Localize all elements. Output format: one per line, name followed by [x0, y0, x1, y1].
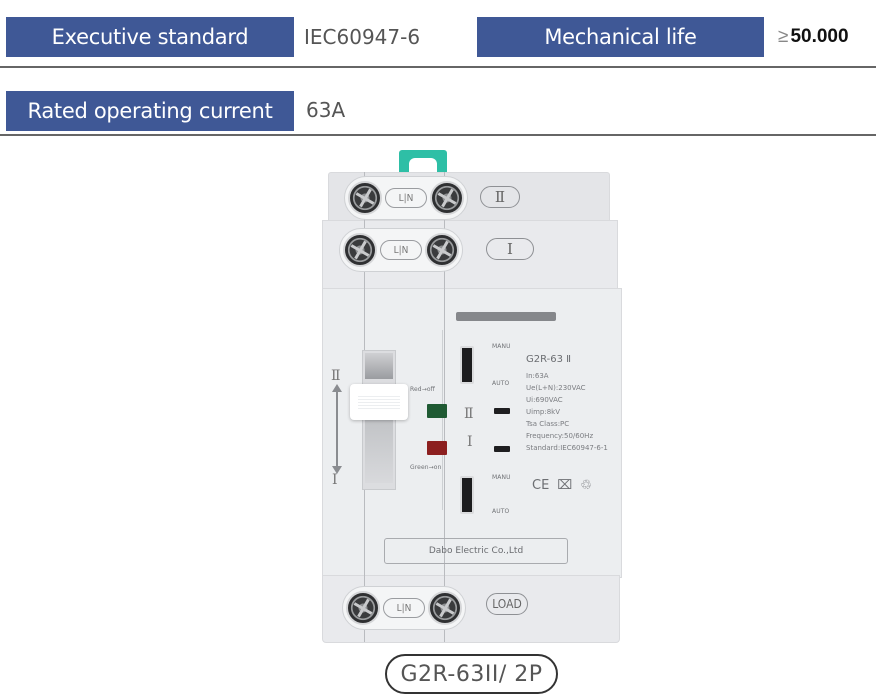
mode-switch-top[interactable]	[460, 346, 474, 384]
lever-mark-1: Ⅰ	[332, 472, 338, 488]
nameplate-line: Uimp:8kV	[526, 408, 560, 416]
screw-icon	[430, 181, 464, 215]
ce-mark-icon: CE	[532, 478, 550, 493]
nameplate-model: G2R-63 Ⅱ	[526, 354, 572, 365]
screw-icon	[425, 233, 459, 267]
manu-label: MANU	[492, 474, 511, 481]
screw-icon	[428, 591, 462, 625]
spec-value-rated-current: 63A	[306, 91, 345, 129]
source-2-tag: Ⅱ	[480, 186, 520, 208]
transfer-switch-product-image: L|N Ⅱ L|N Ⅰ Ⅱ Ⅰ Red→off Green→on Ⅱ Ⅰ MAN…	[322, 150, 622, 645]
nameplate-line: Standard:IEC60947-6-1	[526, 444, 608, 452]
indicator-mark-2: Ⅱ	[464, 406, 474, 422]
panel-divider	[442, 330, 443, 510]
transfer-lever-handle[interactable]	[350, 384, 408, 420]
divider-rule	[0, 66, 876, 68]
nameplate-line: Tsa Class:PC	[526, 420, 570, 428]
screw-icon	[346, 591, 380, 625]
indicator-mark-1: Ⅰ	[467, 434, 473, 450]
weee-bin-icon: ⌧	[557, 478, 573, 493]
ge-symbol: ≥	[778, 26, 789, 47]
spec-label-executive-standard: Executive standard	[6, 17, 294, 57]
spec-label-text: Mechanical life	[544, 25, 697, 49]
screw-icon	[348, 181, 382, 215]
lever-track	[362, 350, 396, 490]
lamp-source-1	[494, 446, 510, 452]
auto-label: AUTO	[492, 508, 510, 515]
model-badge: G2R-63II/ 2P	[385, 654, 558, 694]
spec-label-mechanical-life: Mechanical life	[477, 17, 764, 57]
window-slot	[456, 312, 556, 321]
indicator-green	[427, 404, 447, 418]
double-arrow-icon	[332, 384, 342, 474]
green-on-label: Green→on	[410, 464, 442, 471]
manufacturer-plate: Dabo Electric Co.,Ltd	[384, 538, 568, 564]
ln-tag: L|N	[385, 188, 427, 208]
nameplate-line: Frequency:50/60Hz	[526, 432, 594, 440]
spec-value-mechanical-life: ≥50.000	[778, 17, 849, 57]
terminal-source-1: L|N	[339, 228, 463, 272]
nameplate-line: Ue(L+N):230VAC	[526, 384, 586, 392]
load-tag: LOAD	[486, 593, 528, 615]
certification-marks: CE ⌧ ♲	[532, 478, 592, 493]
terminal-source-2: L|N	[344, 176, 468, 220]
mode-switch-bottom[interactable]	[460, 476, 474, 514]
ln-tag: L|N	[383, 598, 425, 618]
red-off-label: Red→off	[410, 386, 436, 393]
ln-tag: L|N	[380, 240, 422, 260]
spec-value-text: 50.000	[790, 26, 849, 47]
source-1-tag: Ⅰ	[486, 238, 534, 260]
spec-label-text: Executive standard	[51, 25, 249, 49]
lamp-source-2	[494, 408, 510, 414]
lever-mark-2: Ⅱ	[331, 368, 341, 384]
terminal-load: L|N	[342, 586, 466, 630]
screw-icon	[343, 233, 377, 267]
nameplate-line: In:63A	[526, 372, 549, 380]
nameplate-line: Ui:690VAC	[526, 396, 563, 404]
din-rail-clip	[399, 150, 447, 174]
spec-label-rated-current: Rated operating current	[6, 91, 294, 131]
divider-rule	[0, 134, 876, 136]
spec-value-text: IEC60947-6	[304, 25, 421, 49]
spec-value-executive-standard: IEC60947-6	[304, 17, 420, 57]
spec-label-text: Rated operating current	[27, 99, 273, 123]
auto-label: AUTO	[492, 380, 510, 387]
indicator-red	[427, 441, 447, 455]
spec-value-text: 63A	[306, 98, 346, 122]
recycle-icon: ♲	[580, 478, 592, 493]
manu-label: MANU	[492, 343, 511, 350]
